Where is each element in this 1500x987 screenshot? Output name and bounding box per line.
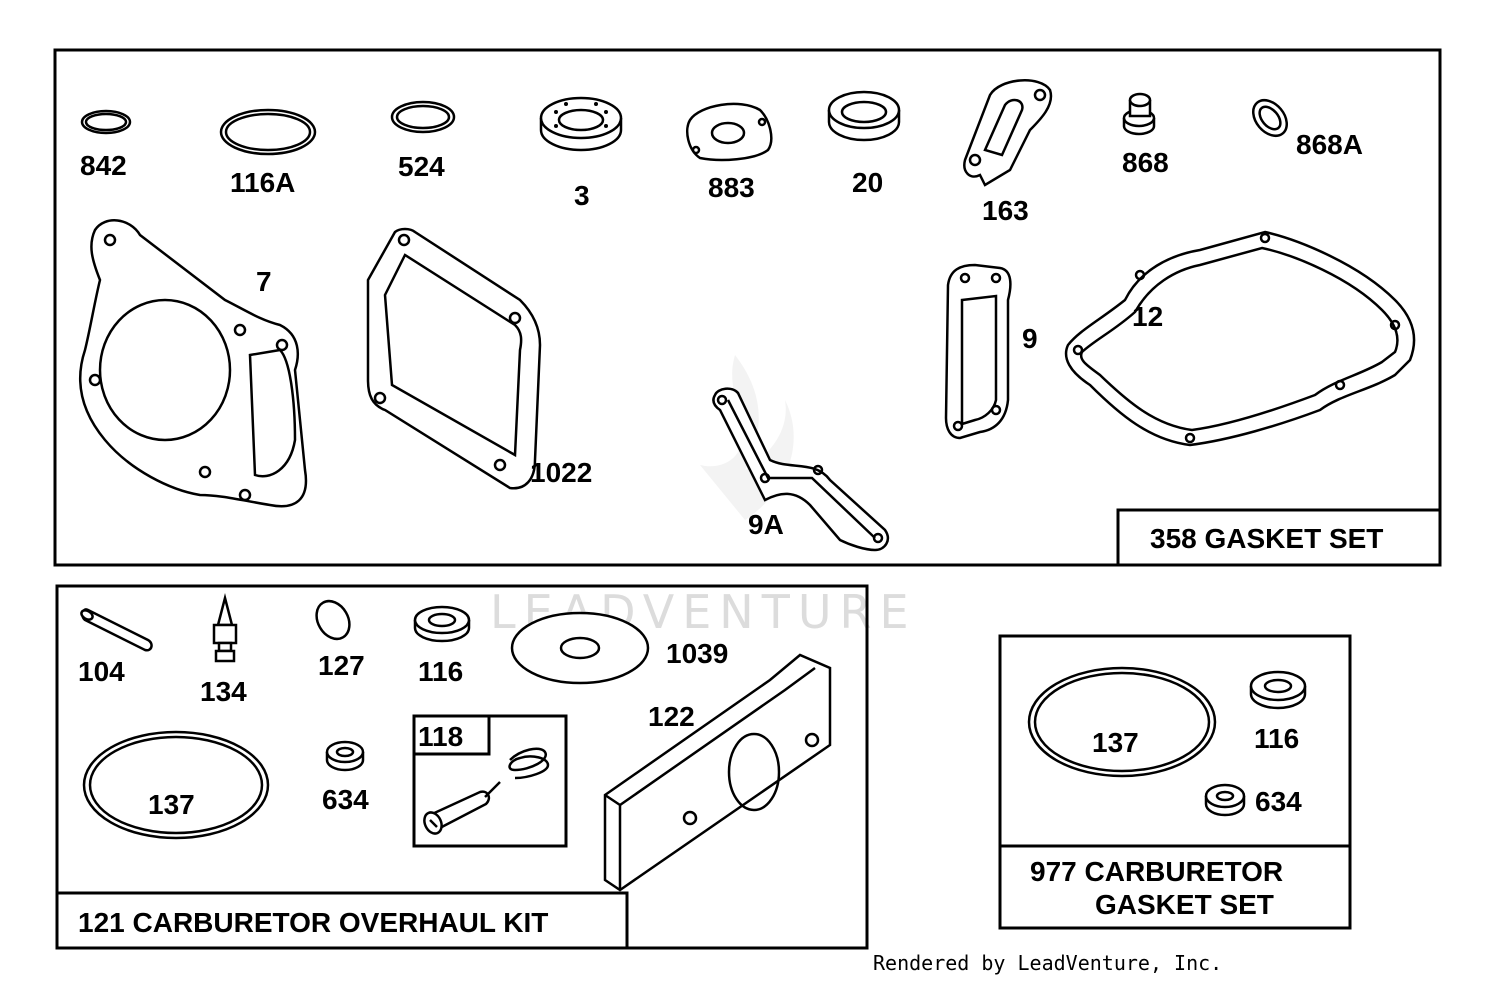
callout-12: 12 [1132, 301, 1163, 332]
callout-118: 118 [418, 721, 463, 752]
callout-1039: 1039 [666, 638, 728, 669]
gasket-set-frame [53, 48, 1442, 567]
callout-634-kit: 634 [322, 784, 369, 815]
part-137-ring-kit [82, 730, 270, 840]
callout-868: 868 [1122, 147, 1169, 178]
part-134-inlet-needle [212, 593, 238, 663]
callout-127: 127 [318, 650, 365, 681]
part-9a-gasket [712, 387, 890, 552]
part-3-oil-seal [539, 96, 623, 152]
part-122-carburetor-spacer [603, 653, 832, 892]
part-868-grommet [1122, 92, 1156, 136]
callout-1022: 1022 [530, 457, 592, 488]
gasket-set-title: 358 GASKET SET [1150, 523, 1383, 554]
callout-9: 9 [1022, 323, 1038, 354]
part-116a-ring [219, 108, 317, 156]
gasket-set-title-box [1116, 508, 1442, 567]
part-634-washer-set [1204, 783, 1246, 817]
part-7-cylinder-head-gasket [79, 219, 308, 508]
carb-gasket-set-title-line2: GASKET SET [1095, 889, 1274, 920]
callout-134: 134 [200, 676, 247, 707]
carb-gasket-set-title-box [998, 844, 1352, 930]
callout-116-kit: 116 [418, 656, 463, 687]
callout-7: 7 [256, 266, 272, 297]
part-104-pin [80, 608, 153, 652]
part-137-ring-set [1027, 666, 1217, 778]
part-634-washer-kit [325, 740, 365, 772]
part-1039-diaphragm [510, 611, 650, 685]
part-524-ring [390, 100, 456, 134]
callout-9a: 9A [748, 509, 784, 540]
callout-116a: 116A [230, 167, 295, 198]
callout-842: 842 [80, 150, 127, 181]
callout-104: 104 [78, 656, 125, 687]
part-9-gasket [944, 263, 1012, 440]
part-127-welch-plug [315, 599, 351, 641]
callout-634-set: 634 [1255, 786, 1302, 817]
part-868a-washer [1252, 98, 1288, 138]
part-116-washer-set [1249, 670, 1307, 710]
part-883-gasket [686, 102, 773, 162]
callout-163: 163 [982, 195, 1029, 226]
callout-137-set: 137 [1092, 727, 1139, 758]
part-163-gasket [963, 79, 1053, 187]
callout-137-kit: 137 [148, 789, 195, 820]
callout-116-set: 116 [1254, 723, 1299, 754]
callout-20: 20 [852, 167, 883, 198]
part-118-mixture-screw-and-spring [423, 747, 550, 835]
carb-gasket-set-title-line1: 977 CARBURETOR [1030, 856, 1283, 887]
part-1022-gasket [366, 227, 542, 490]
callout-883: 883 [708, 172, 755, 203]
overhaul-kit-title-box [55, 891, 629, 950]
part-118-label-box [412, 714, 491, 756]
credit-text: Rendered by LeadVenture, Inc. [873, 951, 1222, 975]
part-842-ring [80, 109, 132, 135]
callout-524: 524 [398, 151, 445, 182]
overhaul-kit-title: 121 CARBURETOR OVERHAUL KIT [78, 907, 548, 938]
callout-3: 3 [574, 180, 590, 211]
part-20-oil-seal [827, 90, 901, 142]
part-116-washer [413, 605, 471, 643]
callout-122: 122 [648, 701, 695, 732]
part-12-crankcase-gasket [1064, 230, 1416, 447]
callout-868a: 868A [1296, 129, 1363, 160]
